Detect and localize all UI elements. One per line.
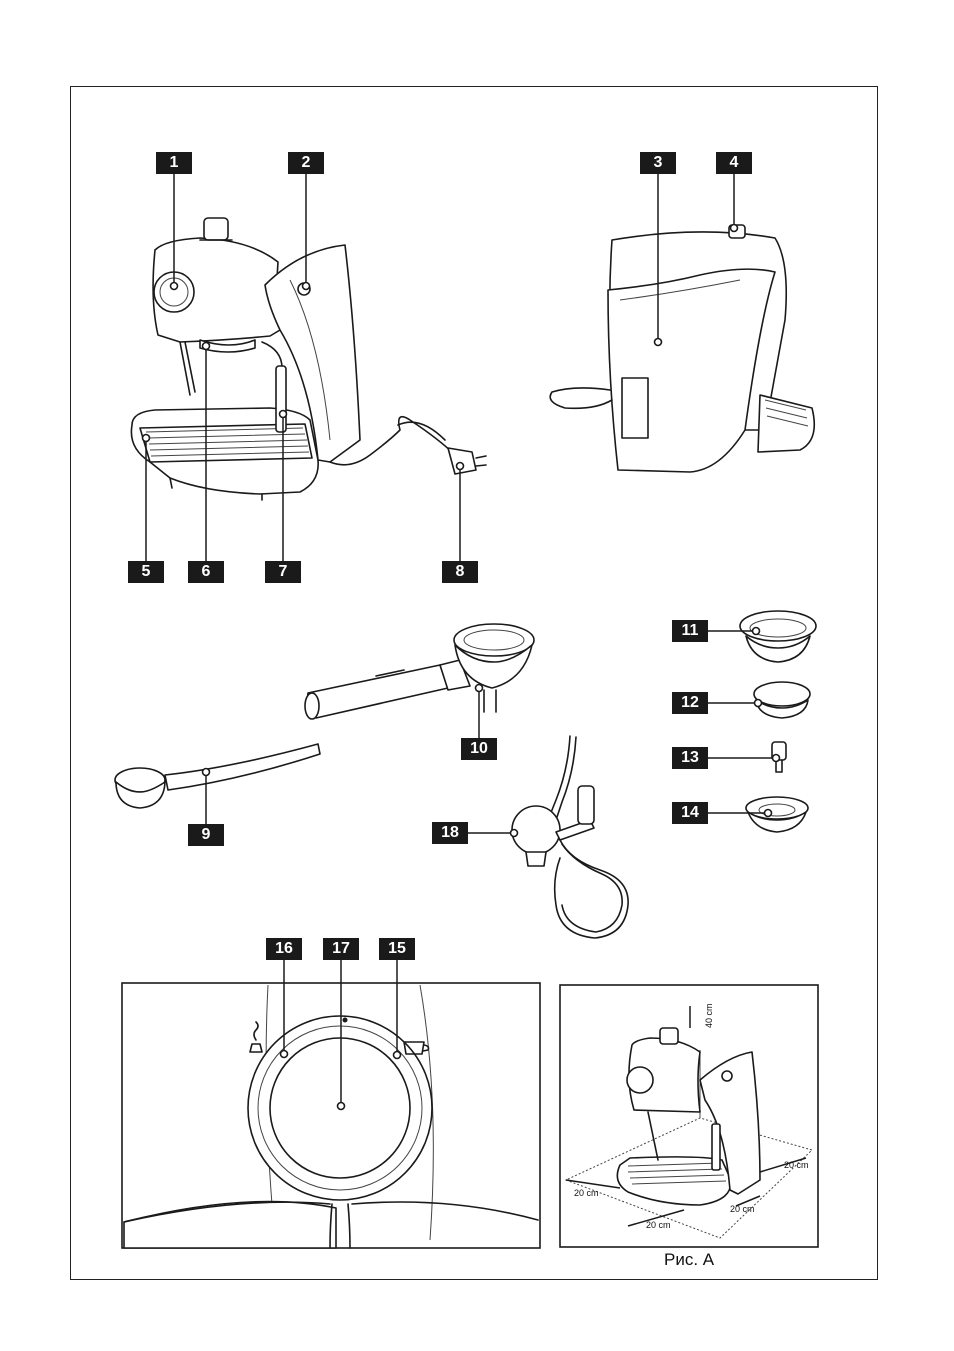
clearance-front-label: 20 cm bbox=[646, 1220, 671, 1230]
label-17: 17 bbox=[323, 938, 359, 960]
label-18: 18 bbox=[432, 822, 468, 844]
clearance-right-label: 20 cm bbox=[784, 1160, 809, 1170]
label-7: 7 bbox=[265, 561, 301, 583]
label-4: 4 bbox=[716, 152, 752, 174]
label-15: 15 bbox=[379, 938, 415, 960]
label-14: 14 bbox=[672, 802, 708, 824]
label-1: 1 bbox=[156, 152, 192, 174]
label-12: 12 bbox=[672, 692, 708, 714]
label-5: 5 bbox=[128, 561, 164, 583]
filter-parts bbox=[740, 611, 816, 832]
label-10: 10 bbox=[461, 738, 497, 760]
label-13: 13 bbox=[672, 747, 708, 769]
clearance-front-right-label: 20 cm bbox=[730, 1204, 755, 1214]
label-11: 11 bbox=[672, 620, 708, 642]
machine-front-view bbox=[131, 218, 486, 500]
machine-rear-view bbox=[550, 225, 814, 472]
label-9: 9 bbox=[188, 824, 224, 846]
portafilter bbox=[305, 624, 534, 719]
measuring-scoop bbox=[115, 744, 320, 808]
selector-detail bbox=[122, 983, 540, 1248]
label-3: 3 bbox=[640, 152, 676, 174]
clearance-left-label: 20 cm bbox=[574, 1188, 599, 1198]
clearance-top-label: 40 cm bbox=[704, 1003, 714, 1028]
label-2: 2 bbox=[288, 152, 324, 174]
figure-a: 40 cm 20 cm 20 cm 20 cm 20 cm bbox=[560, 985, 818, 1247]
figure-caption: Рис. А bbox=[664, 1250, 714, 1270]
cappuccino-device bbox=[512, 736, 628, 938]
label-8: 8 bbox=[442, 561, 478, 583]
label-16: 16 bbox=[266, 938, 302, 960]
label-6: 6 bbox=[188, 561, 224, 583]
